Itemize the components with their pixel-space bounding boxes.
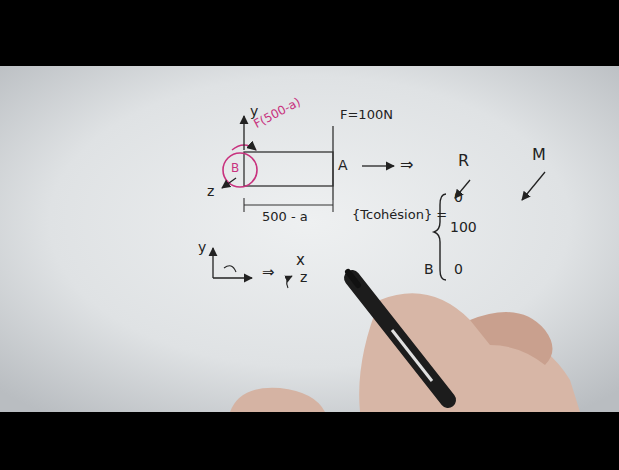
rotation-arrow (287, 276, 292, 288)
other-hand (230, 388, 325, 412)
axis-label: z (207, 184, 214, 199)
pen-tip (348, 272, 358, 285)
dimension-tick (243, 198, 244, 212)
hand (359, 293, 580, 412)
implies-sign: ⇒ (400, 156, 413, 174)
y-axis (243, 116, 244, 150)
y-axis-small (212, 248, 213, 278)
force-label: F=100N (340, 108, 393, 122)
torsor-label: {Tcohésion} = (352, 208, 447, 222)
axis-label: y (198, 240, 206, 255)
brace (434, 194, 446, 280)
torsor-value: 0 (454, 262, 463, 277)
right-arrow (362, 165, 394, 166)
thumb (470, 312, 553, 365)
angle-arc (224, 266, 236, 272)
m-arrow (522, 172, 545, 200)
implies-sign: ⇒ (262, 264, 275, 281)
z-axis (222, 178, 236, 188)
axis-label: z (300, 270, 307, 285)
point-label: B (231, 162, 239, 175)
paper (0, 66, 619, 412)
point-label: A (338, 158, 348, 173)
torsor-value: 0 (454, 190, 463, 205)
section-circle (223, 153, 257, 187)
axis-label: x (296, 252, 305, 269)
pen-print (392, 330, 432, 381)
dimension-tick (332, 200, 333, 212)
force-line (332, 126, 333, 200)
moment-label: M (532, 146, 546, 164)
resultant-label: R (458, 152, 469, 170)
dimension-label: 500 - a (262, 210, 308, 224)
torsor-point: B (424, 262, 434, 277)
pen (352, 278, 448, 400)
x-axis-small (213, 277, 252, 278)
dimension-line (244, 204, 333, 205)
torsor-value: 100 (450, 220, 477, 235)
